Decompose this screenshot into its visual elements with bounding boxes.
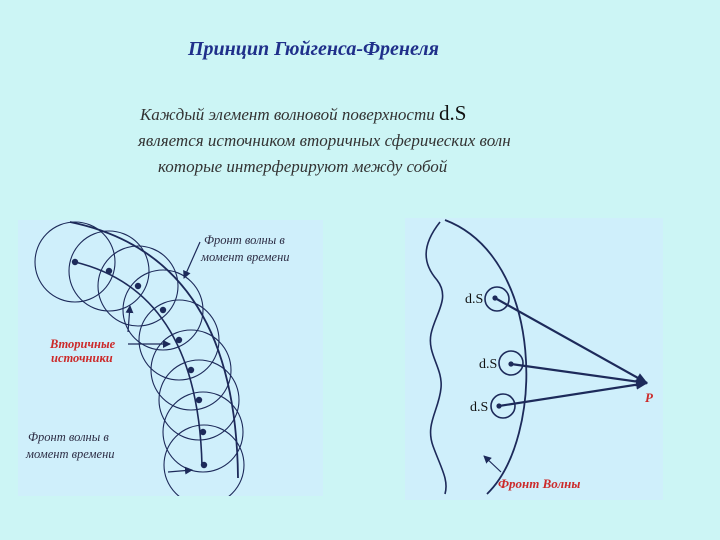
wavefront-label: Фронт Волны — [498, 476, 580, 491]
secondary-label-arrow-1 — [125, 305, 134, 333]
front-label-line-1: Фронт волны в — [204, 233, 285, 247]
fresnel-point-svg: d.S d.S d.S P Фронт Волны — [425, 219, 654, 495]
inner-wavefront-arc — [74, 261, 203, 467]
ds-label-1: d.S — [465, 292, 483, 307]
description-line-3: которые интерферируют между собой — [158, 157, 448, 176]
bottom-front-label-line-1: Фронт волны в — [28, 430, 109, 444]
wavy-front-curve — [425, 221, 447, 495]
description-line-1-text: Каждый элемент волновой поверхности — [140, 105, 439, 124]
element-dot-2 — [508, 361, 514, 367]
ds-label-3: d.S — [470, 400, 488, 415]
ray-3 — [498, 379, 648, 408]
description-line-2: является источником вторичных сферически… — [138, 131, 511, 150]
element-circle-1 — [484, 286, 510, 312]
bottom-front-label-line-2: момент времени — [25, 447, 115, 461]
secondary-waves-diagram: Фронт волны в момент времени Вторичные и… — [18, 220, 323, 496]
ds-label-2: d.S — [479, 357, 497, 372]
front-label-arrow — [183, 241, 201, 279]
secondary-sources-label-line-2: источники — [51, 351, 113, 365]
element-circle-2 — [498, 350, 524, 376]
ray-1 — [494, 297, 648, 384]
front-label-arrow — [483, 455, 502, 473]
secondary-wavelets — [34, 221, 245, 496]
description-ds-term: d.S — [438, 101, 467, 125]
point-p-label: P — [645, 390, 654, 405]
front-label-line-2: момент времени — [200, 250, 290, 264]
slide-title: Принцип Гюйгенса-Френеля — [188, 38, 439, 60]
arc-wavefront — [444, 219, 528, 495]
ray-2 — [510, 362, 648, 387]
description-line-1: Каждый элемент волновой поверхности d.S — [140, 101, 466, 126]
secondary-source-dots — [71, 258, 208, 469]
secondary-sources-label-line-1: Вторичные — [49, 337, 116, 351]
element-circle-3 — [490, 393, 516, 419]
bottom-label-arrow — [167, 466, 193, 475]
secondary-waves-svg: Фронт волны в момент времени Вторичные и… — [25, 221, 290, 496]
fresnel-point-diagram: d.S d.S d.S P Фронт Волны — [405, 218, 663, 500]
